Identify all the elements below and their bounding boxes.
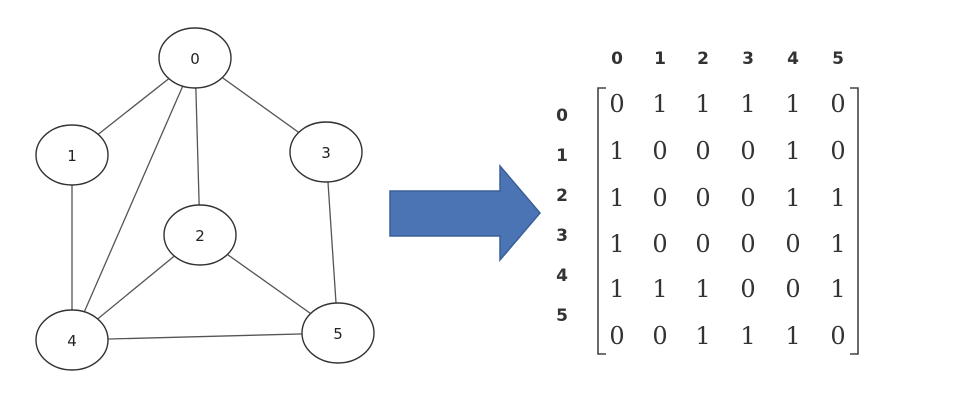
matrix-column-label: 2 [697, 49, 709, 69]
node-circle [301, 302, 375, 364]
node-circle [158, 27, 232, 89]
node-label: 2 [195, 227, 205, 245]
matrix-cell: 0 [830, 322, 845, 350]
matrix-cell: 0 [695, 230, 710, 258]
matrix-cell: 1 [740, 90, 755, 118]
matrix-cell: 1 [830, 184, 845, 212]
node-circle [163, 204, 237, 266]
matrix-cell: 0 [740, 275, 755, 303]
matrix-cell: 0 [695, 137, 710, 165]
node-label: 1 [67, 147, 77, 165]
matrix-cell: 0 [740, 230, 755, 258]
graph-node-0: 0 [158, 27, 232, 89]
matrix-cell: 1 [695, 322, 710, 350]
matrix-column-label: 5 [832, 49, 844, 69]
matrix-row-label: 5 [556, 306, 568, 326]
node-label: 0 [190, 50, 200, 68]
graph-edges [71, 57, 339, 341]
matrix-cell: 1 [609, 137, 624, 165]
matrix-cell: 1 [652, 275, 667, 303]
matrix-cell: 1 [740, 322, 755, 350]
node-label: 4 [67, 332, 77, 350]
matrix-cell: 0 [785, 230, 800, 258]
graph-node-3: 3 [289, 121, 363, 183]
matrix-cell: 1 [830, 275, 845, 303]
matrix-cell: 0 [740, 137, 755, 165]
matrix-cell: 0 [609, 322, 624, 350]
matrix-cell: 0 [740, 184, 755, 212]
matrix-column-label: 1 [654, 49, 666, 69]
node-circle [289, 121, 363, 183]
node-circle [35, 124, 109, 186]
matrix-cell: 0 [652, 322, 667, 350]
matrix-cell: 1 [652, 90, 667, 118]
matrix-cell: 1 [785, 90, 800, 118]
graph-nodes: 0 1 2 3 4 5 [35, 27, 375, 371]
matrix-column-label: 3 [742, 49, 754, 69]
node-label: 3 [321, 144, 331, 162]
matrix-cell: 0 [609, 90, 624, 118]
graph-node-2: 2 [163, 204, 237, 266]
graph-edge-0-4 [71, 57, 196, 341]
matrix-cell: 1 [785, 184, 800, 212]
matrix-row-label: 1 [556, 146, 568, 166]
graph-edge-4-5 [71, 332, 339, 341]
matrix-cell: 1 [695, 275, 710, 303]
matrix-cell: 0 [830, 137, 845, 165]
matrix-cell: 1 [830, 230, 845, 258]
matrix-row-label: 4 [556, 266, 568, 286]
matrix-cell: 0 [785, 275, 800, 303]
matrix-cell: 0 [652, 184, 667, 212]
graph-node-5: 5 [301, 302, 375, 364]
matrix-cell: 0 [830, 90, 845, 118]
matrix-cell: 1 [609, 230, 624, 258]
matrix-cell: 0 [652, 230, 667, 258]
matrix-column-label: 4 [787, 49, 799, 69]
graph-node-4: 4 [35, 309, 109, 371]
node-label: 5 [333, 325, 343, 343]
matrix-cell: 1 [609, 275, 624, 303]
matrix-right-bracket [850, 87, 859, 355]
matrix-row-label: 3 [556, 226, 568, 246]
matrix-cell: 0 [695, 184, 710, 212]
matrix-cell: 1 [695, 90, 710, 118]
matrix-cell: 0 [652, 137, 667, 165]
matrix-row-label: 0 [556, 106, 568, 126]
matrix-cell: 1 [785, 137, 800, 165]
node-circle [35, 309, 109, 371]
matrix-column-label: 0 [611, 49, 623, 69]
matrix-left-bracket [597, 87, 606, 355]
matrix-row-label: 2 [556, 186, 568, 206]
right-arrow-icon [389, 163, 541, 263]
graph-node-1: 1 [35, 124, 109, 186]
matrix-cell: 1 [609, 184, 624, 212]
matrix-cell: 1 [785, 322, 800, 350]
